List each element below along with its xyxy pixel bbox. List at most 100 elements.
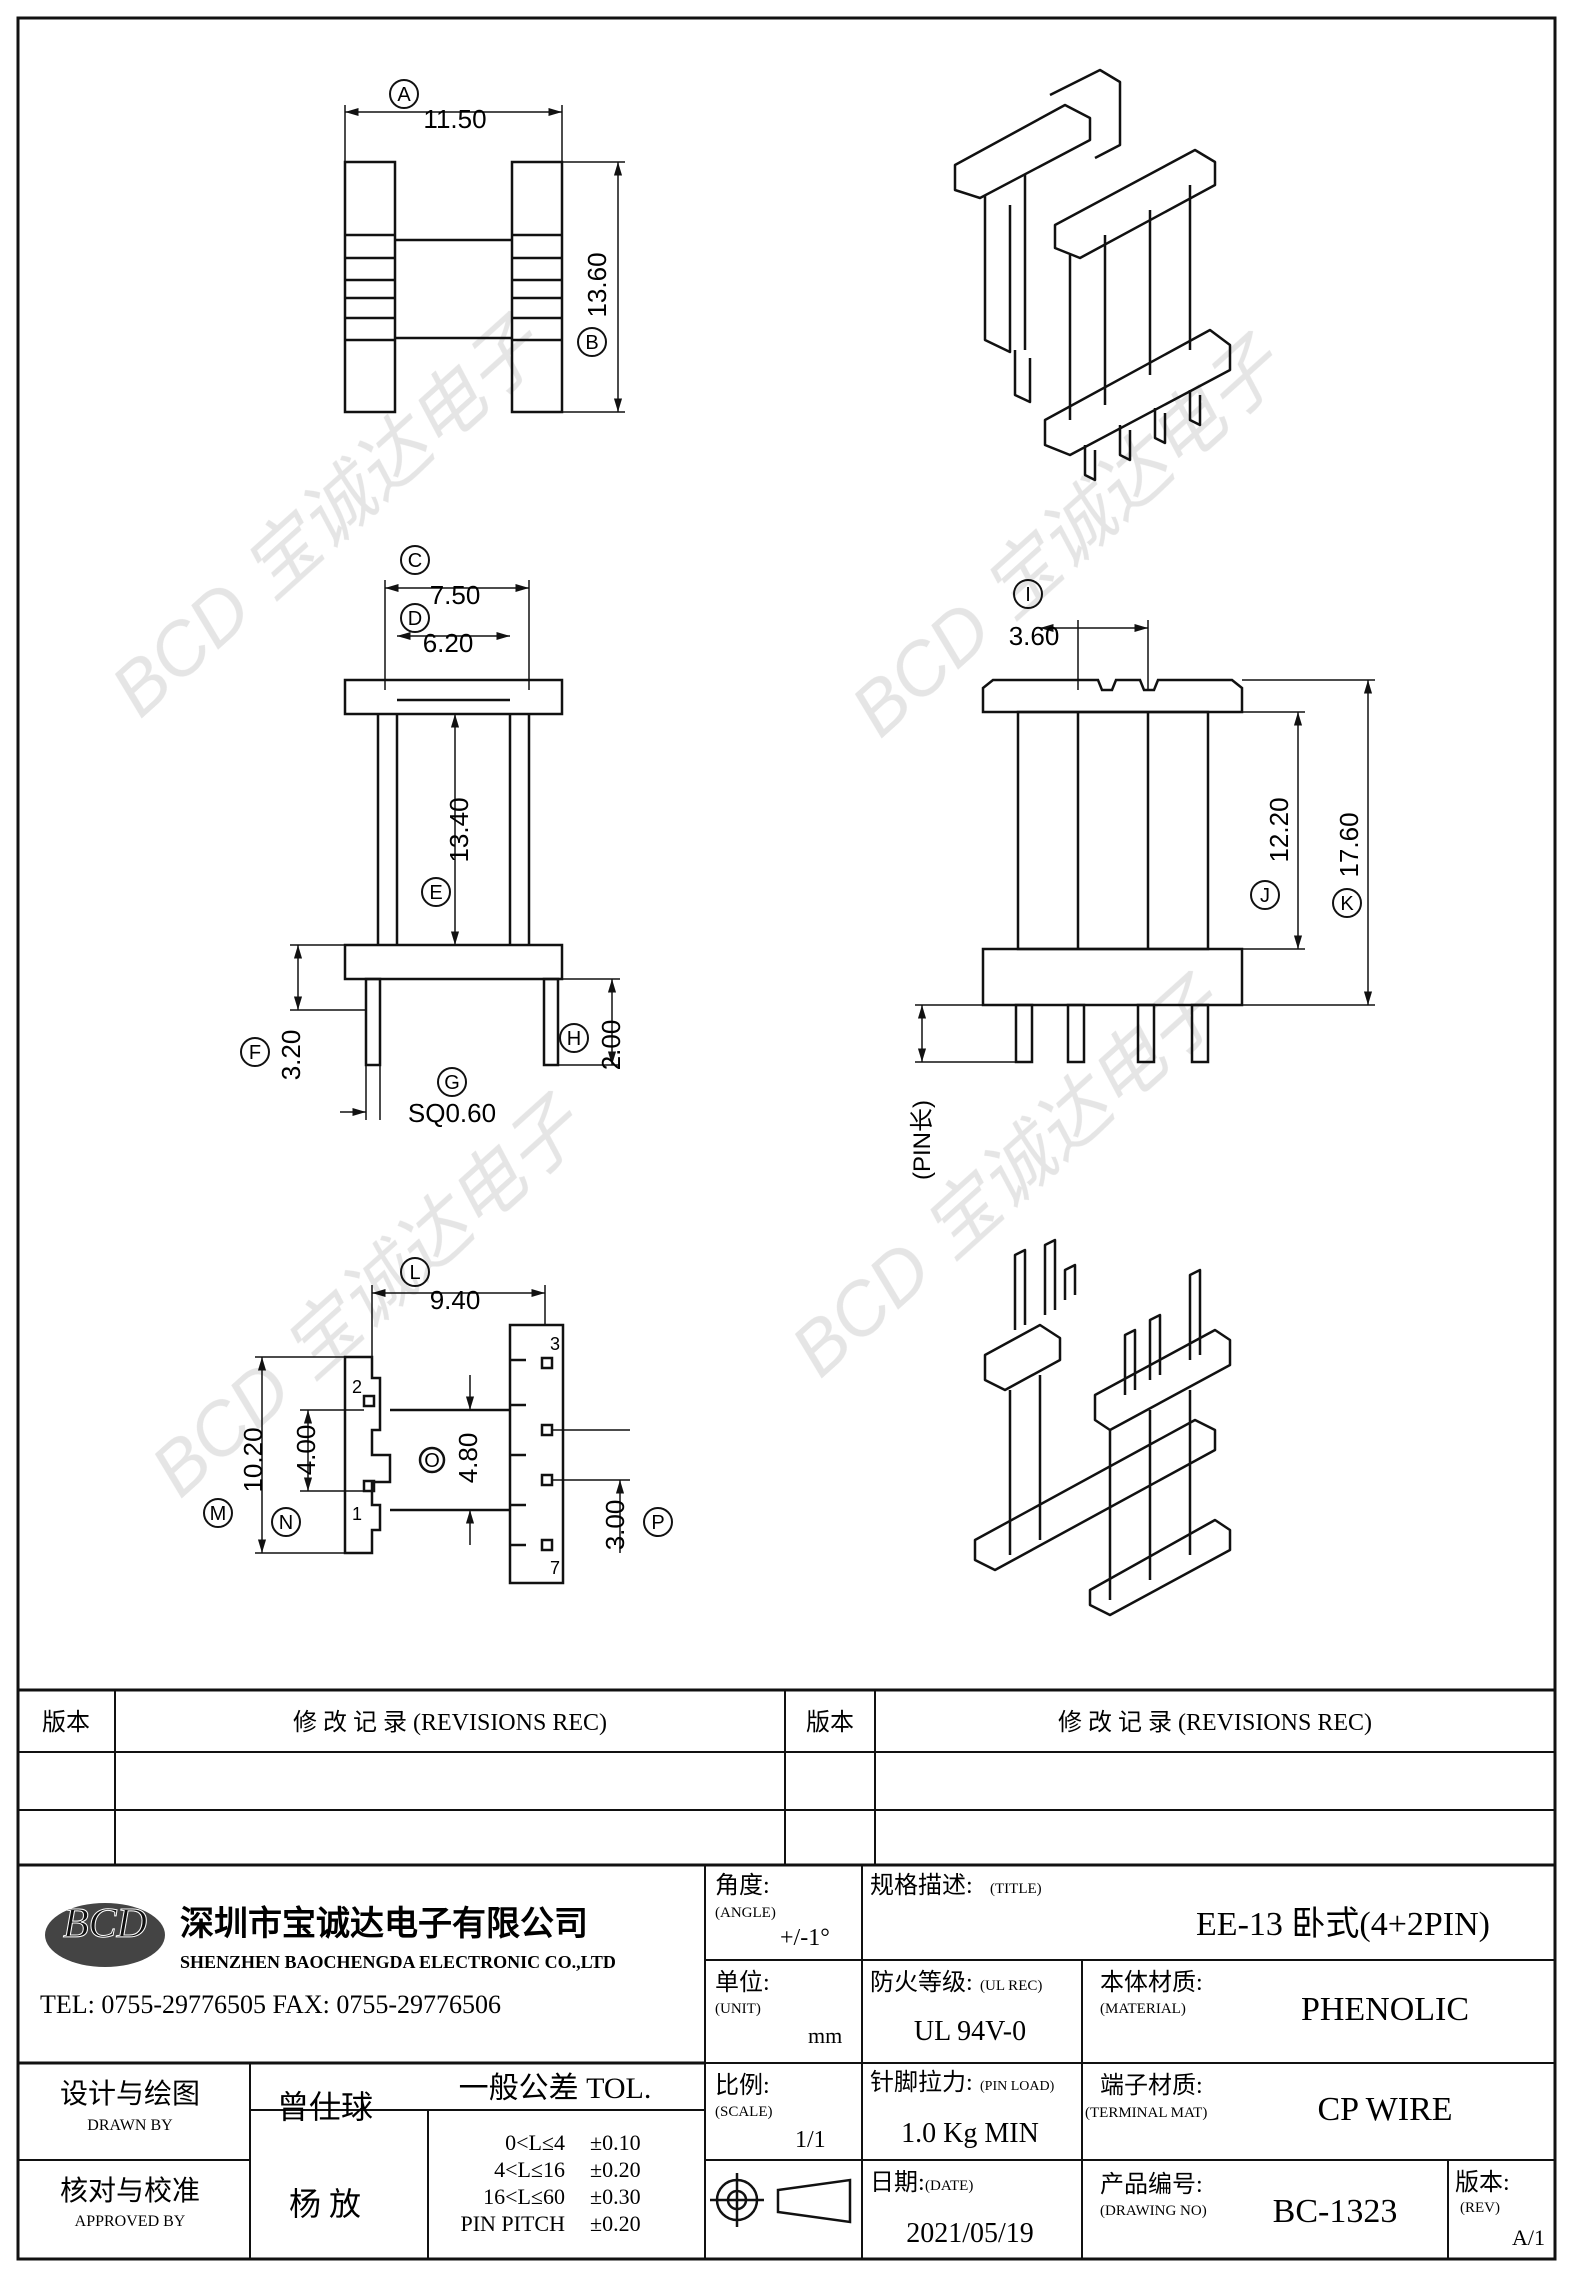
dim-h-value: 2.00: [596, 1020, 626, 1071]
rev-col-version-2: 版本: [806, 1709, 854, 1736]
tol-value: ±0.30: [590, 2184, 641, 2209]
dim-g: G SQ0.60: [408, 1067, 496, 1128]
top-view: [343, 105, 625, 414]
tol-value: ±0.20: [590, 2211, 641, 2236]
tol-range: 16<L≤60: [483, 2184, 565, 2209]
iso-view-bottom: [973, 1238, 1232, 1617]
material-value: PHENOLIC: [1301, 1991, 1469, 2028]
dim-c-value: 7.50: [430, 580, 481, 610]
title-cell: 规格描述: (TITLE) EE-13 卧式(4+2PIN): [870, 1872, 1490, 1943]
dim-o-value: 4.80: [453, 1433, 483, 1484]
rev-col-record-2: 修 改 记 录 (REVISIONS REC): [1058, 1709, 1372, 1736]
unit-value: mm: [808, 2023, 842, 2048]
dim-e: E 13.40: [421, 797, 474, 907]
dim-g-value: SQ0.60: [408, 1098, 496, 1128]
svg-text:版本:: 版本:: [1455, 2169, 1510, 2196]
svg-text:N: N: [279, 1512, 293, 1534]
scale-value: 1/1: [795, 2127, 826, 2153]
pin-number: 1: [352, 1504, 362, 1524]
iso-view-top: [953, 68, 1232, 482]
date-cell: 日期: (DATE) 2021/05/19: [870, 2170, 1034, 2249]
dim-d: D 6.20: [400, 603, 473, 658]
svg-text:B: B: [585, 332, 598, 354]
svg-text:产品编号:: 产品编号:: [1100, 2171, 1203, 2198]
svg-text:M: M: [210, 1503, 227, 1525]
svg-text:L: L: [409, 1262, 420, 1284]
dim-l: L 9.40: [400, 1257, 480, 1315]
angle-cell: 角度: (ANGLE) +/-1°: [715, 1872, 830, 1951]
terminal-value: CP WIRE: [1317, 2091, 1452, 2128]
svg-text:P: P: [651, 1512, 664, 1534]
svg-text:K: K: [1340, 893, 1354, 915]
rev-col-version: 版本: [42, 1709, 90, 1736]
dim-o: O 4.80: [424, 1433, 483, 1484]
svg-text:针脚拉力:: 针脚拉力:: [870, 2069, 973, 2096]
title-block-grid: [18, 1865, 1555, 2259]
svg-text:(UNIT): (UNIT): [715, 2001, 761, 2017]
tolerance-cell: 一般公差 TOL. 0<L≤4 ±0.10 4<L≤16 ±0.20 16<L≤…: [459, 2072, 652, 2236]
date-value: 2021/05/19: [906, 2218, 1034, 2249]
dim-b-value: 13.60: [582, 252, 612, 317]
company-name-cn: 深圳市宝诚达电子有限公司: [180, 1904, 588, 1943]
svg-text:(TERMINAL MAT): (TERMINAL MAT): [1085, 2105, 1207, 2121]
dim-p-value: 3.00: [600, 1500, 630, 1551]
dim-c: C 7.50: [400, 545, 481, 610]
pin-length-label: (PIN长): [909, 1100, 936, 1180]
svg-text:(SCALE): (SCALE): [715, 2104, 773, 2120]
material-cell: 本体材质: (MATERIAL) PHENOLIC: [1100, 1969, 1469, 2028]
projection-symbol-icon: [710, 2173, 852, 2227]
dim-n-value: 4.00: [291, 1425, 321, 1476]
svg-text:APPROVED BY: APPROVED BY: [75, 2213, 186, 2230]
tol-value: ±0.20: [590, 2157, 641, 2182]
svg-text:G: G: [444, 1072, 460, 1094]
svg-text:A: A: [397, 84, 411, 106]
svg-text:H: H: [567, 1028, 581, 1050]
dim-m: M 10.20: [203, 1427, 268, 1528]
dim-j: J 12.20: [1250, 797, 1294, 910]
watermark-text: BCD 宝诚达电子: [135, 1081, 601, 1512]
drawing-no-value: BC-1323: [1273, 2193, 1398, 2230]
side-view: [290, 580, 620, 1120]
ul-value: UL 94V-0: [914, 2016, 1026, 2047]
company-block: BCD 深圳市宝诚达电子有限公司 SHENZHEN BAOCHENGDA ELE…: [40, 1901, 616, 2020]
sheet-border: [16, 16, 1557, 2261]
terminal-cell: 端子材质: (TERMINAL MAT) CP WIRE: [1085, 2072, 1453, 2128]
dim-a: A 11.50: [389, 79, 487, 134]
revisions-table: [18, 1688, 1555, 1867]
dim-h: H 2.00: [559, 1020, 626, 1071]
svg-text:防火等级:: 防火等级:: [870, 1969, 973, 1996]
rev-value: A/1: [1512, 2225, 1545, 2250]
drawing-no-cell: 产品编号: (DRAWING NO) BC-1323: [1100, 2171, 1397, 2230]
company-tel-fax: TEL: 0755-29776505 FAX: 0755-29776506: [40, 1990, 501, 2019]
svg-text:(DRAWING NO): (DRAWING NO): [1100, 2203, 1207, 2219]
scale-cell: 比例: (SCALE) 1/1: [715, 2072, 826, 2153]
tol-range: PIN PITCH: [460, 2211, 565, 2236]
title-value: EE-13 卧式(4+2PIN): [1196, 1906, 1490, 1943]
ul-cell: 防火等级: (UL REC) UL 94V-0: [870, 1969, 1042, 2047]
svg-text:J: J: [1260, 885, 1270, 907]
dim-b: B 13.60: [577, 252, 612, 357]
pin-number: 7: [550, 1558, 560, 1578]
watermark-text: BCD 宝诚达电子: [775, 961, 1241, 1392]
svg-text:单位:: 单位:: [715, 1969, 770, 1996]
svg-text:(REV): (REV): [1460, 2200, 1500, 2216]
tol-value: ±0.10: [590, 2130, 641, 2155]
front-view: [915, 620, 1375, 1064]
company-name-en: SHENZHEN BAOCHENGDA ELECTRONIC CO.,LTD: [180, 1952, 616, 1972]
company-logo-icon: [45, 1903, 165, 1967]
dim-f: F 3.20: [240, 1030, 306, 1080]
svg-text:D: D: [408, 608, 422, 630]
dim-j-value: 12.20: [1264, 797, 1294, 862]
watermark-text: BCD 宝诚达电子: [835, 321, 1301, 752]
dim-k-value: 17.60: [1334, 812, 1364, 877]
drawn-by-value: 曾仕球: [277, 2089, 373, 2125]
svg-text:(MATERIAL): (MATERIAL): [1100, 2001, 1186, 2017]
svg-text:(UL REC): (UL REC): [980, 1978, 1042, 1994]
revisions-headers: 版本 修 改 记 录 (REVISIONS REC) 版本 修 改 记 录 (R…: [42, 1709, 1372, 1736]
company-logo: BCD: [63, 1901, 147, 1947]
pin-load-cell: 针脚拉力: (PIN LOAD) 1.0 Kg MIN: [870, 2069, 1055, 2149]
rev-col-record: 修 改 记 录 (REVISIONS REC): [293, 1709, 607, 1736]
bottom-view: [255, 1285, 630, 1585]
svg-text:DRAWN BY: DRAWN BY: [87, 2117, 173, 2134]
